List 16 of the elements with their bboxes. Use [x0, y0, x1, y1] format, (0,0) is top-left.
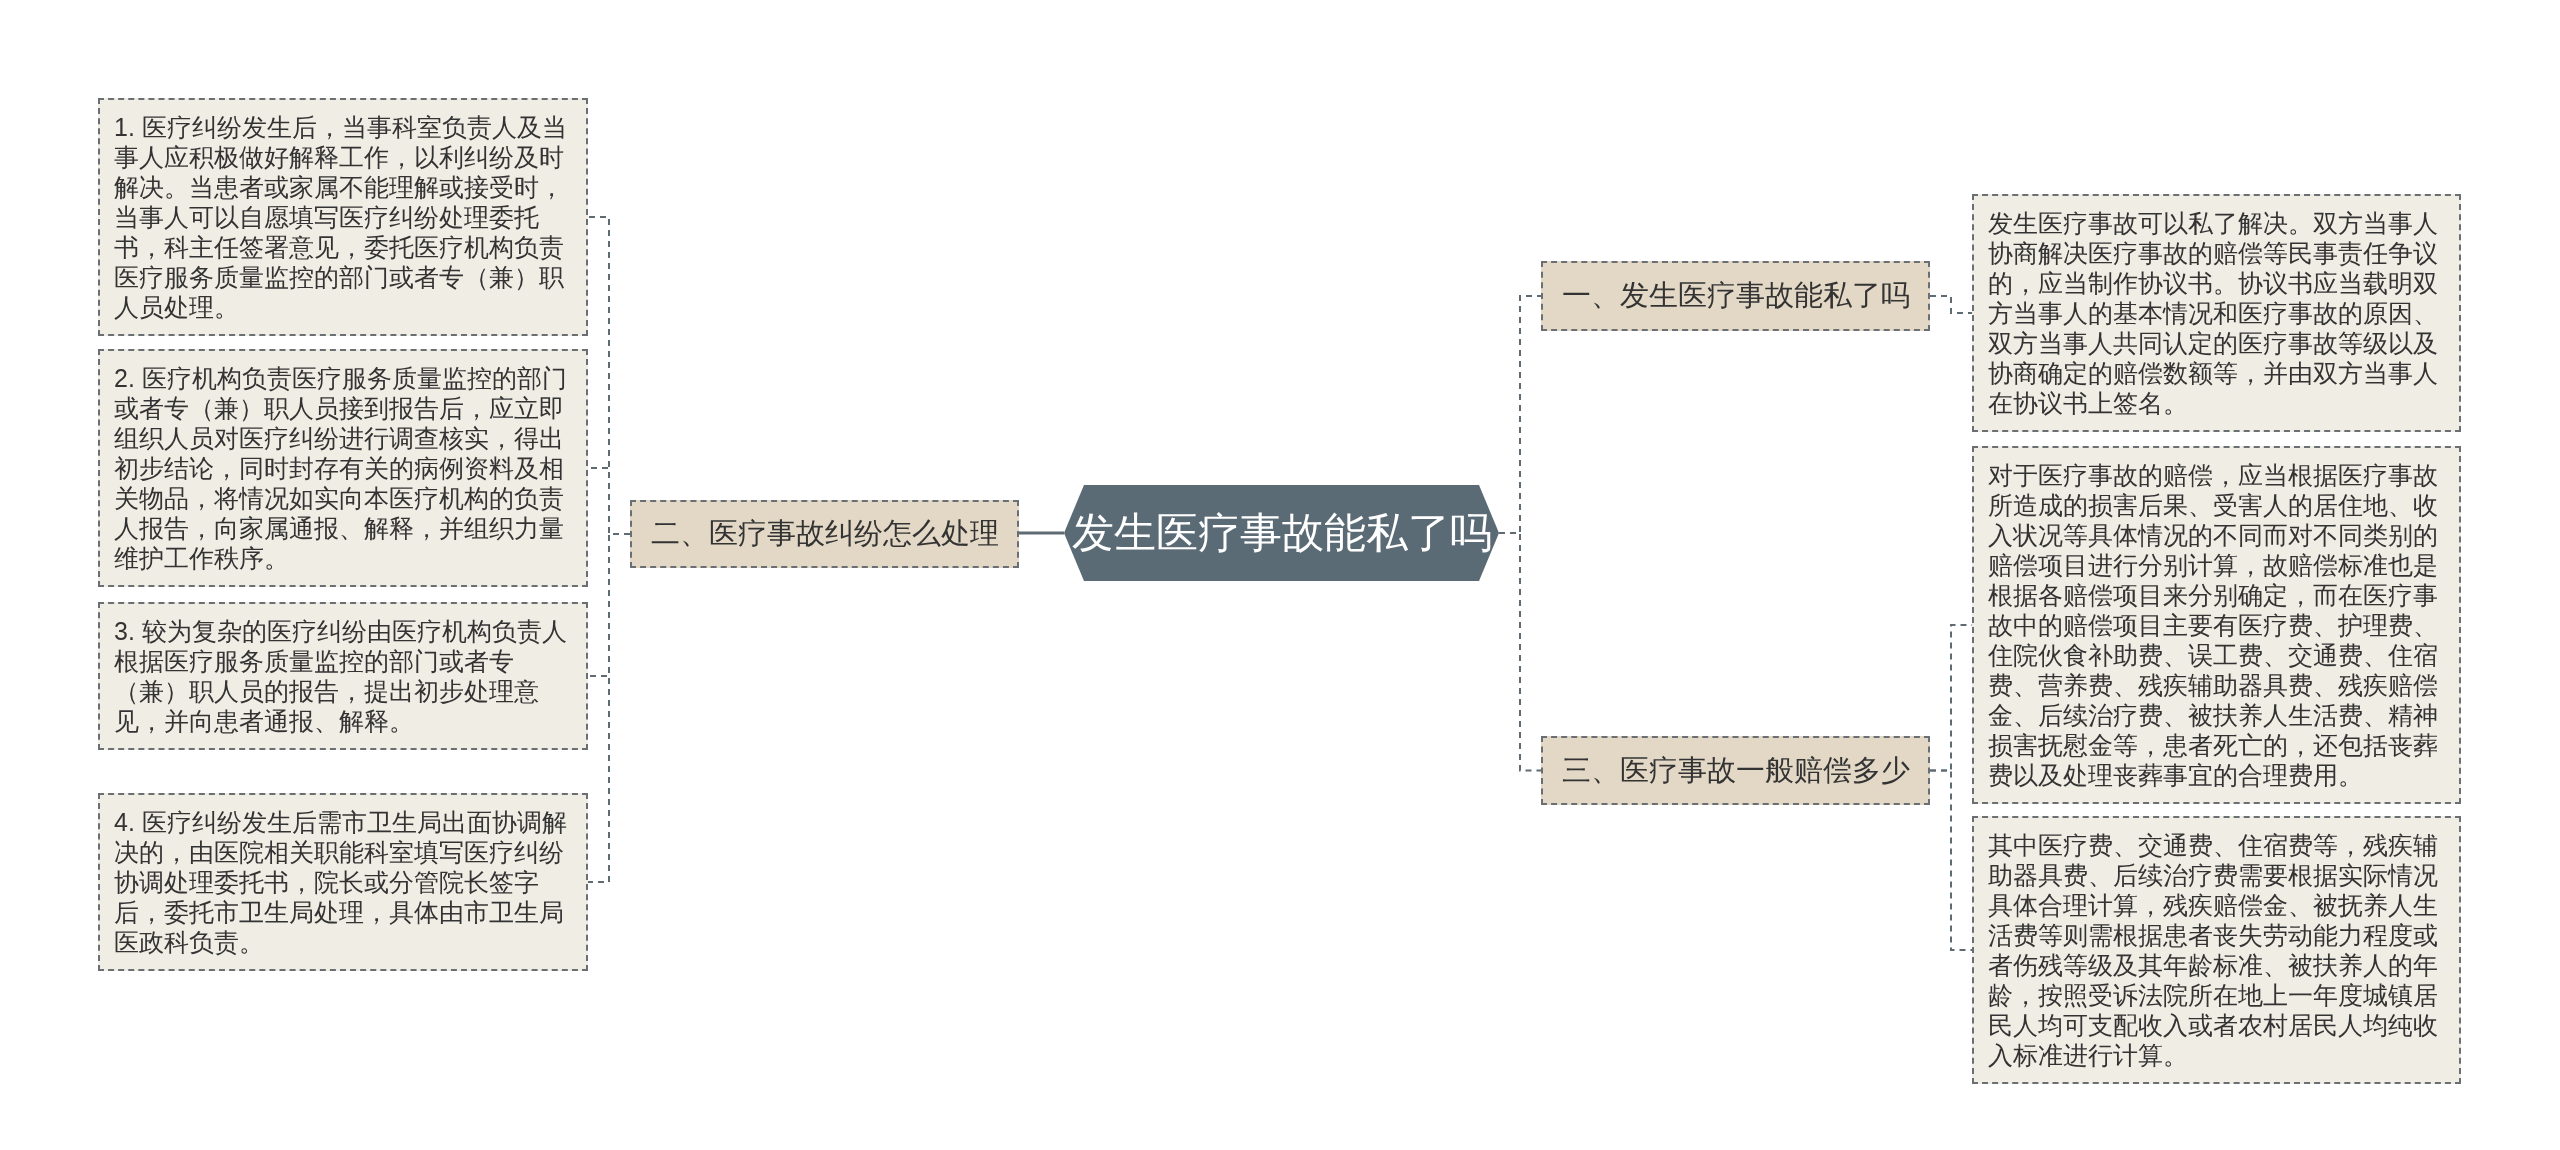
text-box: 4. 医疗纠纷发生后需市卫生局出面协调解决的，由医院相关职能科室填写医疗纠纷协调处理委托书，院长或分管院长签字后，委托市卫生局处理，具体由市卫生局医政科负责。: [98, 793, 588, 971]
text-box: 3. 较为复杂的医疗纠纷由医疗机构负责人根据医疗服务质量监控的部门或者专（兼）职人员的报告，提出初步处理意见，并向患者通报、解释。: [98, 602, 588, 750]
text-box: 发生医疗事故可以私了解决。双方当事人协商解决医疗事故的赔偿等民事责任争议的，应当制作协议书。协议书应当载明双方当事人的基本情况和医疗事故的原因、双方当事人共同认定的医疗事故等级以及协商确定的赔偿数额等，并由双方当事人在协议书上签名。: [1972, 194, 2461, 432]
text-box: 其中医疗费、交通费、住宿费等，残疾辅助器具费、后续治疗费需要根据实际情况具体合理计算，残疾赔偿金、被抚养人生活费等则需根据患者丧失劳动能力程度或者伤残等级及其年龄标准、被扶养人的年龄，按照受诉法院所在地上一年度城镇居民人均可支配收入或者农村居民人均纯收入标准进行计算。: [1972, 816, 2461, 1084]
connector-line: [1019, 531, 1064, 535]
topic-box: 一、发生医疗事故能私了吗: [1541, 261, 1930, 331]
topic-box: 三、医疗事故一般赔偿多少: [1541, 736, 1930, 805]
text-box: 2. 医疗机构负责医疗服务质量监控的部门或者专（兼）职人员接到报告后，应立即组织人员对医疗纠纷进行调查核实，得出初步结论，同时封存有关的病例资料及相关物品，将情况如实向本医疗机构的负责人报告，向家属通报、解释，并组织力量维护工作秩序。: [98, 349, 588, 587]
topic-hexagon: [1064, 485, 1499, 581]
connector-line: [1498, 532, 1542, 772]
text-box: 1. 医疗纠纷发生后，当事科室负责人及当事人应积极做好解释工作，以利纠纷及时解决。当患者或家属不能理解或接受时，当事人可以自愿填写医疗纠纷处理委托书，科主任签署意见，委托医疗机构负责医疗服务质量监控的部门或者专（兼）职人员处理。: [98, 98, 588, 336]
topic-text: 发生医疗事故能私了吗: [1071, 508, 1492, 558]
connector-line: [1929, 295, 1973, 314]
topic-box: 二、医疗事故纠纷怎么处理: [630, 500, 1019, 568]
text-box: 对于医疗事故的赔偿，应当根据医疗事故所造成的损害后果、受害人的居住地、收入状况等具体情况的不同而对不同类别的赔偿项目进行分别计算，故赔偿标准也是根据各赔偿项目来分别确定，而在医疗事故中的赔偿项目主要有医疗费、护理费、住院伙食补助费、误工费、交通费、住宿费、营养费、残疾辅助器具费、残疾赔偿金、后续治疗费、被扶养人生活费、精神损害抚慰金等，患者死亡的，还包括丧葬费以及处理丧葬事宜的合理费用。: [1972, 446, 2461, 804]
connector-line: [1929, 769, 1973, 951]
